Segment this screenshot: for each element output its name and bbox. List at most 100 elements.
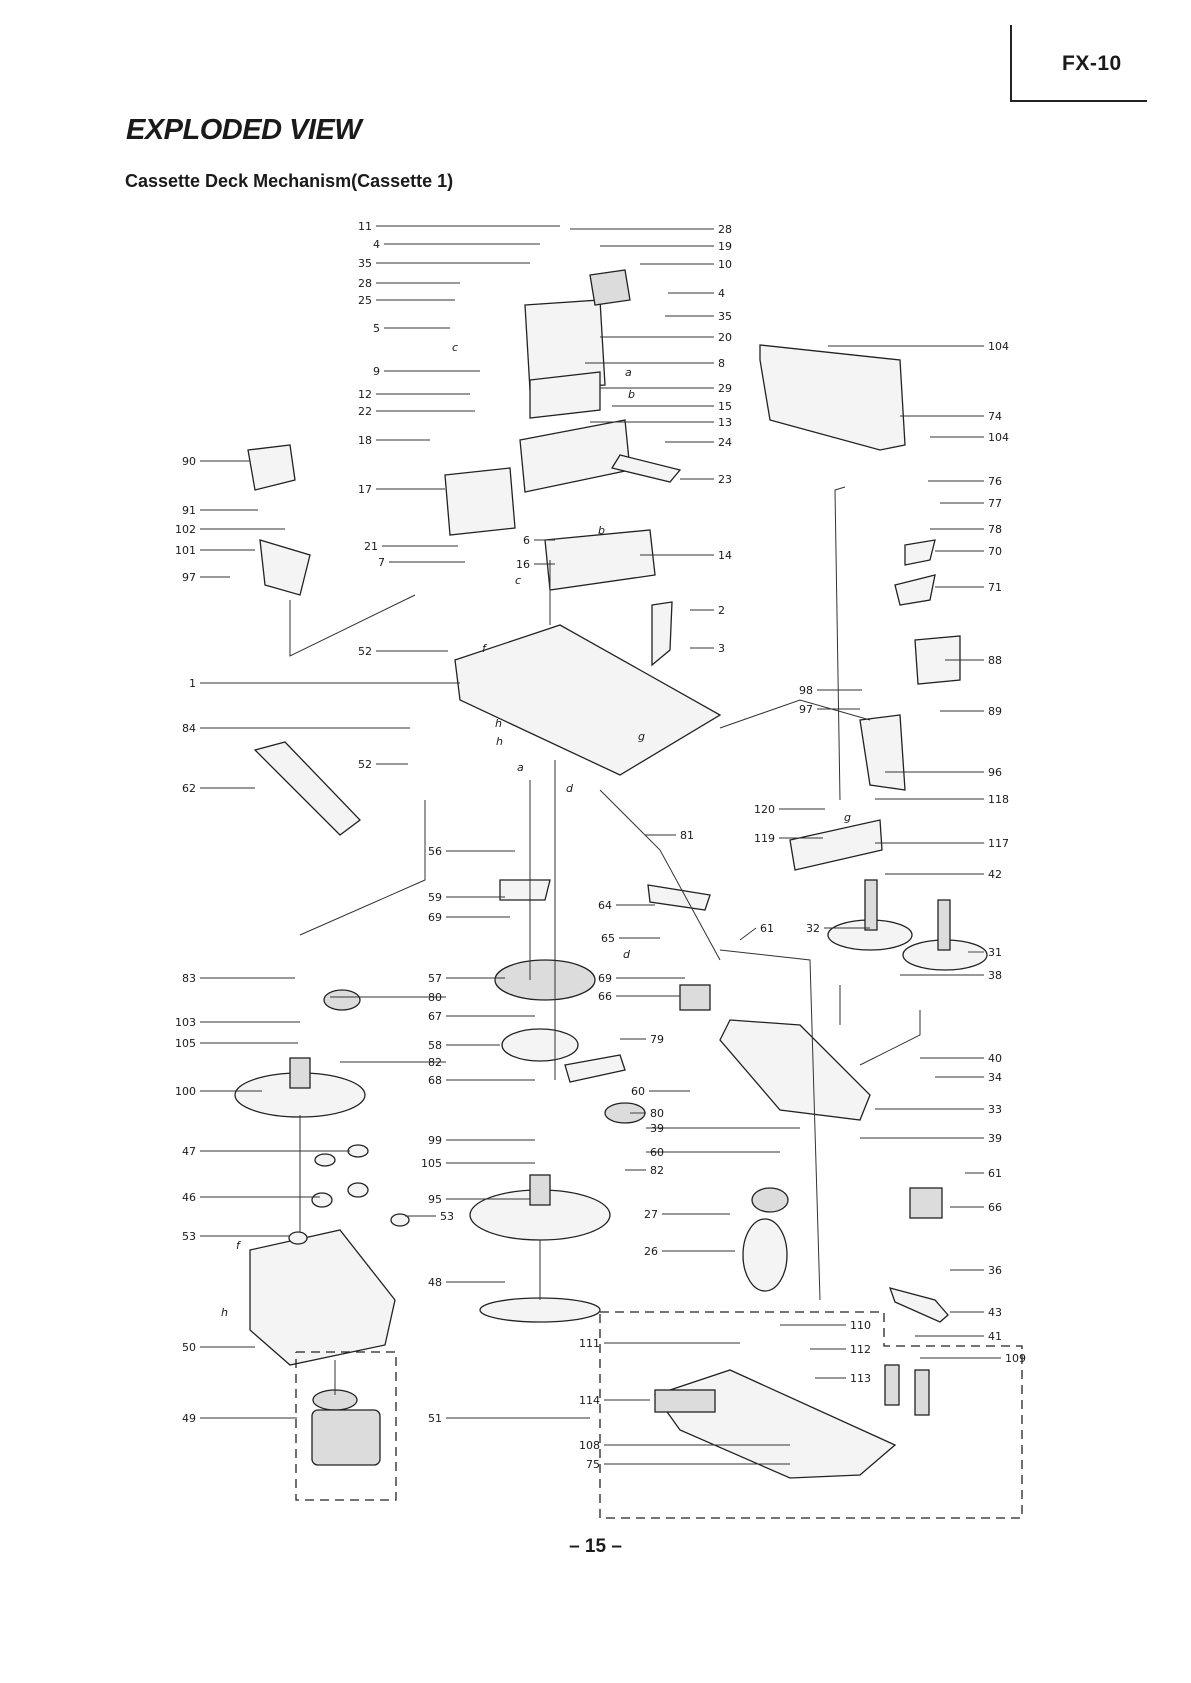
callout-11: 11	[358, 220, 560, 233]
callout-97: 97	[182, 571, 230, 584]
callout-31: 31	[968, 946, 1002, 959]
part-number-label: 90	[182, 455, 196, 468]
callout-102: 102	[175, 523, 285, 536]
part-number-label: 27	[644, 1208, 658, 1221]
part-number-label: 109	[1005, 1352, 1026, 1365]
part-number-label: 52	[358, 645, 372, 658]
gear-57	[494, 959, 596, 1001]
part-number-label: 66	[988, 1201, 1002, 1214]
callout-28: 28	[358, 277, 460, 290]
part-number-label: 1	[189, 677, 196, 690]
part-number-label: 39	[650, 1122, 664, 1135]
belt-26	[742, 1218, 788, 1292]
callout-19: 19	[600, 240, 732, 253]
conn-101-1	[289, 594, 416, 657]
part-number-label: 46	[182, 1191, 196, 1204]
part-number-label: 88	[988, 654, 1002, 667]
reference-letter-d: d	[566, 782, 574, 795]
callout-27: 27	[644, 1208, 730, 1221]
part-number-label: 53	[440, 1210, 454, 1223]
callout-50: 50	[182, 1341, 255, 1354]
callout-114: 114	[579, 1394, 650, 1407]
reference-letter-c: c	[452, 341, 458, 354]
callout-48: 48	[428, 1276, 505, 1289]
callout-80: 80	[630, 1107, 664, 1120]
callout-56: 56	[428, 845, 515, 858]
callout-100: 100	[175, 1085, 262, 1098]
callout-52: 52	[358, 758, 408, 771]
part-number-label: 60	[631, 1085, 645, 1098]
callout-57: 57	[428, 972, 505, 985]
part-number-label: 4	[373, 238, 380, 251]
callout-1: 1	[189, 677, 460, 690]
callout-77: 77	[940, 497, 1002, 510]
callout-62: 62	[182, 782, 255, 795]
part-number-label: 69	[428, 911, 442, 924]
model-number: FX-10	[1062, 52, 1122, 75]
callout-90: 90	[182, 455, 250, 468]
part-number-label: 8	[718, 357, 725, 370]
head-plate-29	[529, 371, 601, 419]
part-number-label: 56	[428, 845, 442, 858]
callout-23: 23	[680, 473, 732, 486]
part-number-label: 10	[718, 258, 732, 271]
conn-38b-34	[859, 1010, 921, 1066]
callout-32: 32	[806, 922, 870, 935]
part-number-label: 6	[523, 534, 530, 547]
callout-49: 49	[182, 1412, 297, 1425]
part-number-label: 103	[175, 1016, 196, 1029]
part-number-label: 28	[718, 223, 732, 236]
callout-10: 10	[640, 258, 732, 271]
callout-39: 39	[646, 1122, 800, 1135]
lever-79	[564, 1054, 626, 1083]
part-number-label: 18	[358, 434, 372, 447]
callout-35: 35	[358, 257, 530, 270]
callout-9: 9	[373, 365, 480, 378]
callout-96: 96	[885, 766, 1002, 779]
callout-17: 17	[358, 483, 445, 496]
part-number-label: 23	[718, 473, 732, 486]
callout-12: 12	[358, 388, 470, 401]
callout-99: 99	[428, 1134, 535, 1147]
conn-74-96	[834, 486, 846, 801]
callout-2: 2	[690, 604, 725, 617]
part-number-label: 31	[988, 946, 1002, 959]
part-number-label: 71	[988, 581, 1002, 594]
part-number-label: 11	[358, 220, 372, 233]
part-number-label: 89	[988, 705, 1002, 718]
chassis-1	[454, 624, 722, 776]
roller-53a	[288, 1231, 308, 1245]
callout-113: 113	[815, 1372, 871, 1385]
callout-83: 83	[182, 972, 295, 985]
page-subtitle: Cassette Deck Mechanism(Cassette 1)	[125, 171, 454, 191]
part-number-label: 35	[718, 310, 732, 323]
callout-26: 26	[644, 1245, 735, 1258]
part-number-label: 59	[428, 891, 442, 904]
callout-105: 105	[175, 1037, 298, 1050]
callout-8: 8	[585, 357, 725, 370]
callout-84: 84	[182, 722, 410, 735]
part-number-label: 80	[650, 1107, 664, 1120]
part-number-label: 16	[516, 558, 530, 571]
page-number: – 15 –	[569, 1536, 622, 1557]
part-number-label: 104	[988, 431, 1009, 444]
switch-109a	[884, 1364, 900, 1406]
part-number-label: 7	[378, 556, 385, 569]
part-number-label: 13	[718, 416, 732, 429]
part-90	[247, 444, 296, 491]
lever-62	[253, 741, 361, 836]
callout-61: 61	[739, 922, 774, 941]
callout-71: 71	[935, 581, 1002, 594]
callout-68: 68	[428, 1074, 535, 1087]
callout-16: 16	[516, 558, 555, 571]
part-number-label: 80	[428, 991, 442, 1004]
part-number-label: 75	[586, 1458, 600, 1471]
part-number-label: 65	[601, 932, 615, 945]
part-number-label: 57	[428, 972, 442, 985]
part-number-label: 100	[175, 1085, 196, 1098]
callout-7: 7	[378, 556, 465, 569]
callout-43: 43	[950, 1306, 1002, 1319]
callout-29: 29	[600, 382, 732, 395]
part-number-label: 33	[988, 1103, 1002, 1116]
